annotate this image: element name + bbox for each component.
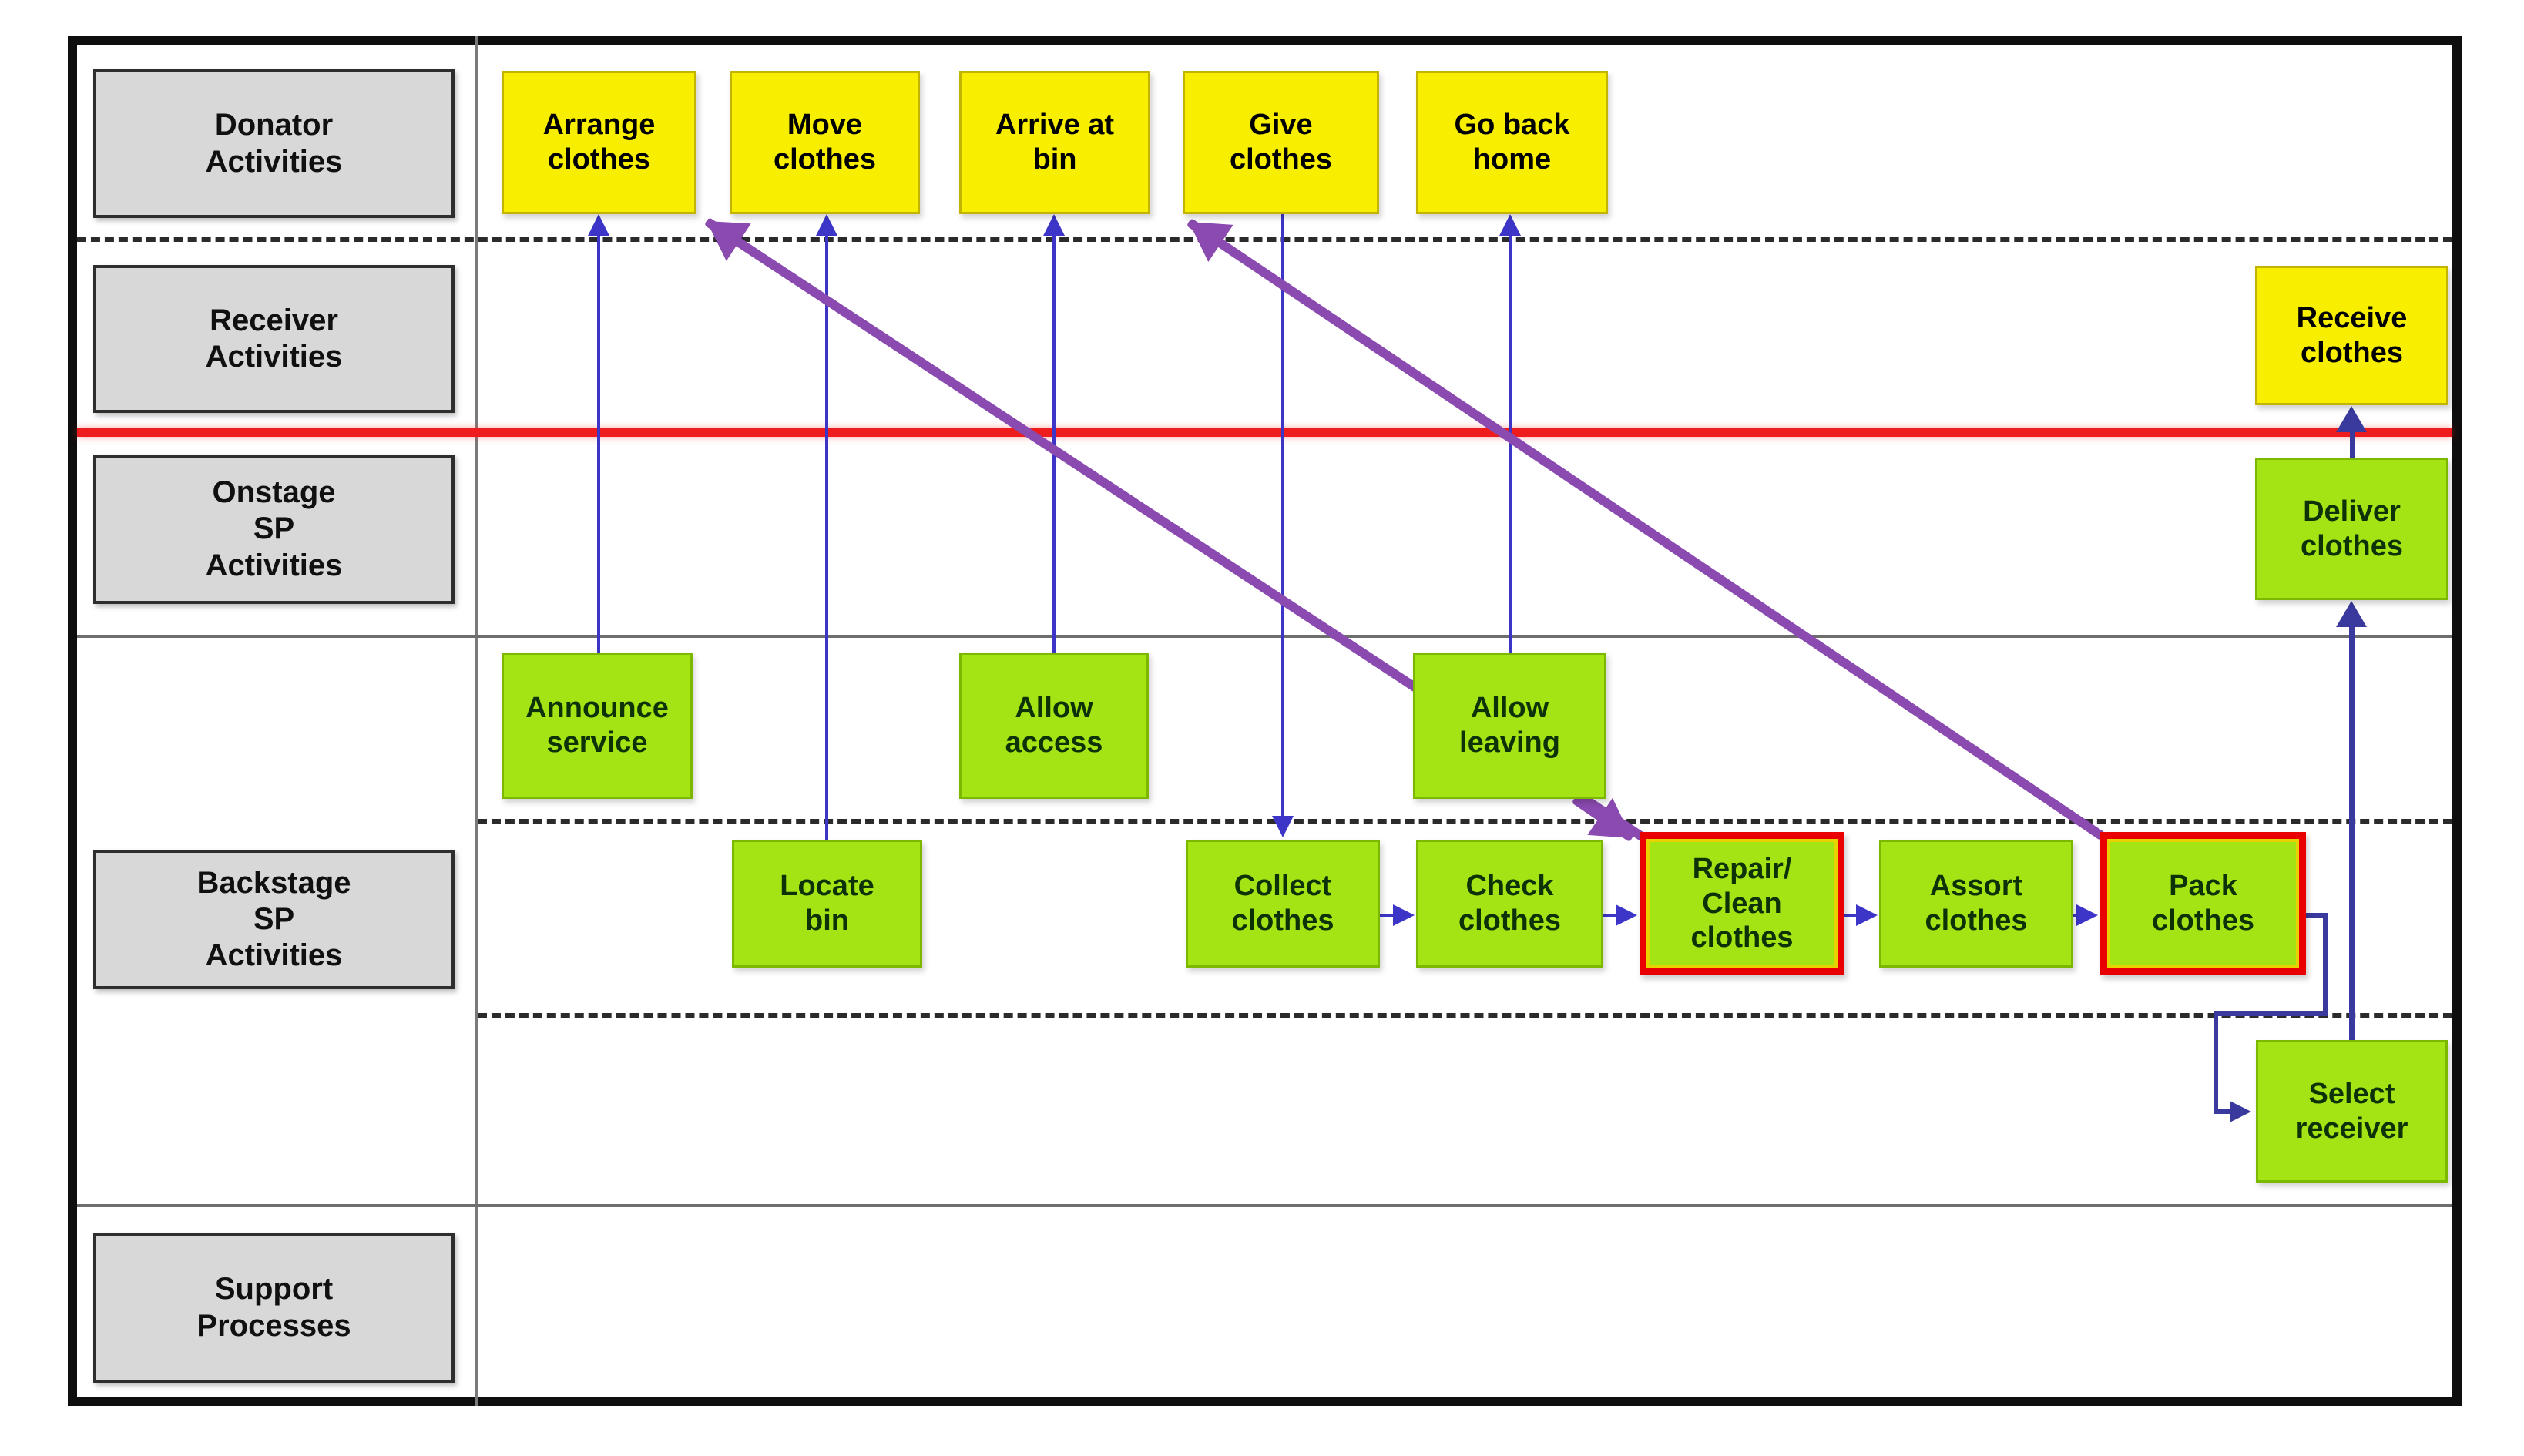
arrow-announce-to-arrange-line (597, 233, 600, 653)
arrow-access-to-arrive-head (1043, 214, 1065, 236)
line-onstage-backstage (77, 635, 2452, 638)
activity-go-back-home: Go back home (1416, 71, 1608, 214)
arrow-repair-to-assort-line (1844, 914, 1859, 917)
row-label-support-processes: Support Processes (93, 1233, 455, 1383)
arrow-deliver-to-receive-line (2350, 431, 2355, 458)
connector-pack-to-select-seg2 (2323, 913, 2328, 1016)
connector-pack-to-select-seg1 (2306, 913, 2328, 918)
activity-announce-service: Announce service (502, 653, 693, 799)
arrow-select-to-deliver-head (2336, 601, 2367, 627)
arrow-give-to-collect-head (1272, 816, 1294, 837)
activity-allow-leaving: Allow leaving (1413, 653, 1606, 799)
arrow-locate-to-move-line (825, 233, 828, 840)
arrow-locate-to-move-head (816, 214, 837, 236)
arrow-assort-to-pack-head (2076, 904, 2098, 926)
arrow-leaving-to-goback-head (1499, 214, 1521, 236)
arrow-give-to-collect-line (1281, 214, 1284, 816)
activity-locate-bin: Locate bin (732, 840, 922, 968)
activity-move-clothes: Move clothes (730, 71, 920, 214)
arrow-collect-to-check-head (1393, 904, 1415, 926)
arrow-repair-to-assort-head (1856, 904, 1878, 926)
activity-pack-clothes-highlighted: Pack clothes (2100, 832, 2306, 975)
dashed-line-donator-receiver (77, 237, 2452, 242)
arrow-access-to-arrive-line (1052, 233, 1056, 653)
activity-give-clothes: Give clothes (1183, 71, 1379, 214)
connector-pack-to-select-seg4 (2214, 1011, 2218, 1114)
activity-allow-access: Allow access (959, 653, 1149, 799)
row-label-receiver-activities: Receiver Activities (93, 265, 455, 413)
arrow-check-to-repair-line (1603, 914, 1620, 917)
activity-pack-clothes-label: Pack clothes (2107, 839, 2299, 968)
activity-check-clothes: Check clothes (1416, 840, 1603, 968)
connector-pack-to-select-seg3 (2214, 1011, 2328, 1016)
dashed-line-backstage-lower (478, 1013, 2452, 1018)
arrow-select-to-deliver-line (2349, 626, 2355, 1040)
connector-pack-to-select-head (2230, 1101, 2251, 1122)
arrow-deliver-to-receive-head (2336, 406, 2367, 432)
arrow-check-to-repair-head (1616, 904, 1637, 926)
activity-collect-clothes: Collect clothes (1186, 840, 1380, 968)
row-label-donator-activities: Donator Activities (93, 69, 455, 218)
activity-assort-clothes: Assort clothes (1879, 840, 2073, 968)
label-column-divider (475, 36, 478, 1406)
activity-arrange-clothes: Arrange clothes (502, 71, 696, 214)
activity-arrive-at-bin: Arrive at bin (959, 71, 1150, 214)
dashed-line-backstage-upper (478, 819, 2452, 824)
row-label-backstage-sp-activities: Backstage SP Activities (93, 850, 455, 989)
connector-pack-to-select-seg5 (2214, 1109, 2233, 1114)
activity-receive-clothes: Receive clothes (2255, 266, 2448, 405)
arrow-collect-to-check-line (1380, 914, 1395, 917)
diagram-frame (68, 36, 2462, 1406)
line-of-interaction (77, 428, 2452, 437)
activity-repair-clean-clothes-label: Repair/ Clean clothes (1646, 839, 1838, 968)
activity-repair-clean-clothes-highlighted: Repair/ Clean clothes (1640, 832, 1844, 975)
activity-select-receiver: Select receiver (2256, 1040, 2448, 1183)
row-label-onstage-sp-activities: Onstage SP Activities (93, 455, 455, 604)
arrow-announce-to-arrange-head (588, 214, 609, 236)
activity-deliver-clothes: Deliver clothes (2255, 458, 2448, 600)
line-above-support (77, 1204, 2452, 1207)
